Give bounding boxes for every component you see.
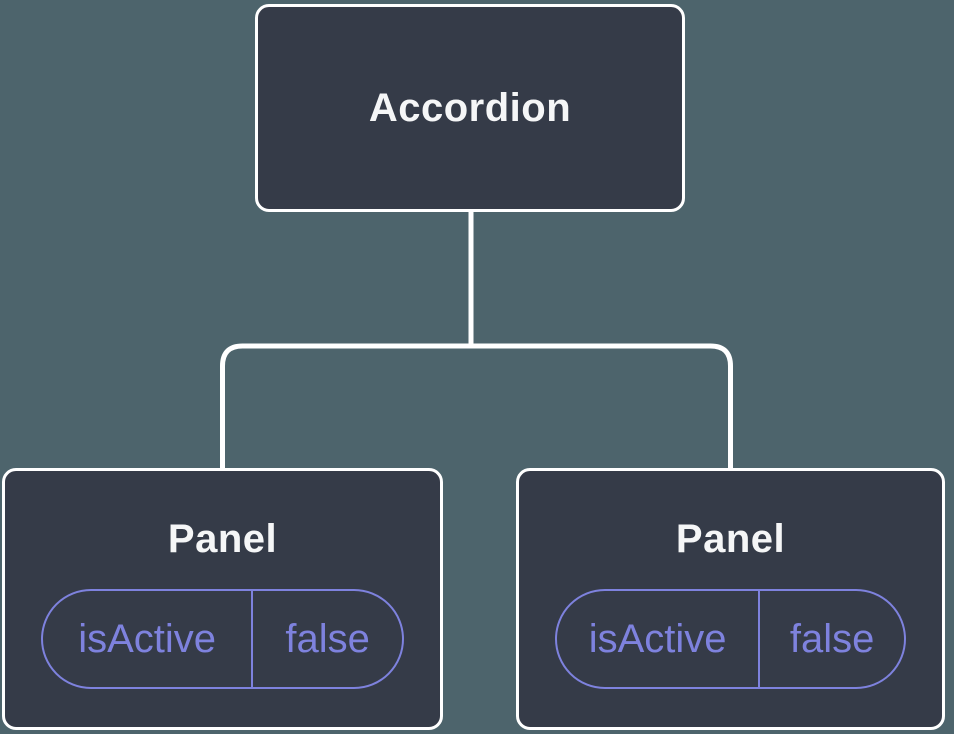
state-value: false (285, 617, 370, 661)
state-name: isActive (43, 591, 254, 687)
state-value: false (789, 617, 875, 661)
accordion-node-label: Accordion (368, 86, 572, 130)
node-panel-left: Panel isActive false (2, 468, 443, 730)
state-name: isActive (557, 591, 761, 687)
node-panel-right: Panel isActive false (516, 468, 945, 730)
state-pill: isActive false (41, 589, 404, 689)
state-pill: isActive false (555, 589, 906, 689)
panel-node-label: Panel (675, 517, 786, 561)
panel-node-label: Panel (167, 517, 278, 561)
connector-branch (220, 343, 733, 470)
node-accordion: Accordion (255, 4, 685, 212)
